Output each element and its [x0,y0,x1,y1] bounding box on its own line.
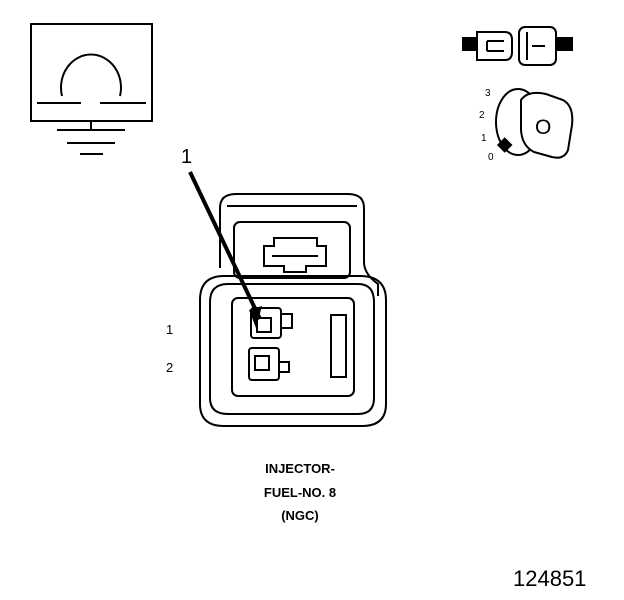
caption-line-3: (NGC) [281,508,319,523]
key-symbol: O [535,116,552,139]
key-position-3: 3 [485,88,491,99]
caption-line-1: INJECTOR- [265,461,335,476]
resistance-ground-icon [30,23,153,155]
ignition-key-icon [495,88,574,159]
key-position-0: 0 [488,152,494,163]
callout-number: 1 [181,146,193,168]
figure-id: 124851 [513,566,587,591]
injector-connector [199,193,387,427]
connector-plug-icon [462,26,573,66]
key-position-2: 2 [479,110,485,121]
pin-label-2: 2 [166,360,174,375]
key-position-1: 1 [481,133,487,144]
caption-line-2: FUEL-NO. 8 [263,485,337,500]
pin-label-1: 1 [166,322,174,337]
callout-leader-arrow [188,171,262,328]
